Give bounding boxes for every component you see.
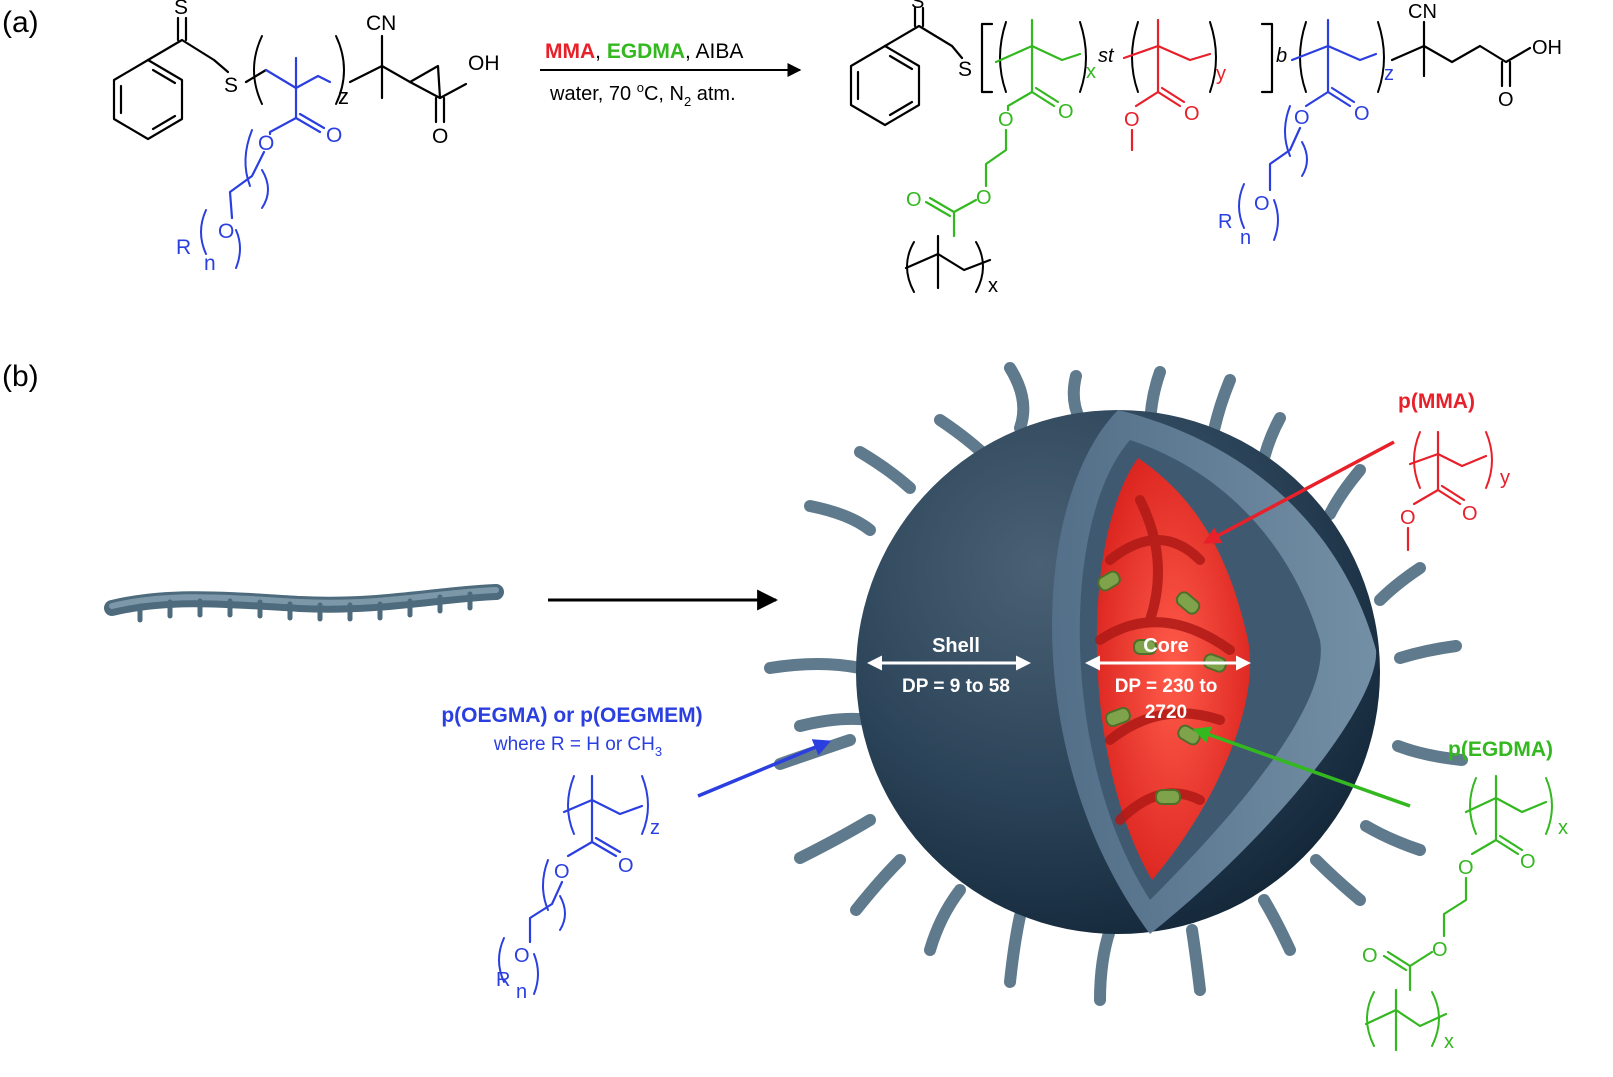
product-thiocarbonyl-s: S	[911, 0, 924, 13]
r-definition: where R = H or CH3	[493, 734, 662, 759]
statistical-st: st	[1098, 45, 1115, 67]
pegdma-carbonyl-o-2: O	[1362, 945, 1378, 967]
benzene-ring-right	[849, 44, 921, 127]
core-dp-label-line1: DP = 230 to	[1115, 676, 1218, 697]
single-polymer-chain	[104, 584, 504, 623]
repeat-index-z-reactant: z	[338, 84, 349, 109]
core-label: Core	[1143, 635, 1189, 657]
poegma-label: p(OEGMA) or p(OEGMEM)	[441, 704, 702, 727]
shell-dp-label: DP = 9 to 58	[902, 676, 1010, 697]
egdma-carbonyl-o-1: O	[1058, 101, 1074, 123]
egdma-carbonyl-o-2: O	[906, 189, 922, 211]
nitrile-cn-product: CN	[1408, 1, 1437, 23]
poegma-carbonyl-o: O	[618, 855, 634, 877]
block-b: b	[1276, 45, 1287, 67]
pmma-label: p(MMA)	[1398, 390, 1475, 413]
pmma-index-y: y	[1500, 467, 1510, 489]
reagent-separator-2: ,	[685, 40, 696, 63]
ch3-subscript: 3	[655, 744, 662, 759]
ester-carbonyl-o-atom: O	[326, 124, 342, 147]
pmma-carbonyl-o: O	[1462, 503, 1478, 525]
poegma-index-n: n	[516, 981, 527, 1003]
carboxylic-oh-product: OH	[1532, 37, 1562, 59]
product-index-y: y	[1216, 63, 1226, 85]
peg-o-atom-product: O	[1254, 193, 1270, 215]
core-dp-label-line2: 2720	[1145, 702, 1187, 723]
nitrile-cn-reactant: CN	[366, 12, 396, 35]
carboxylic-o-product: O	[1498, 89, 1514, 111]
reagent-aiba: AIBA	[696, 40, 744, 63]
benzene-ring-left	[112, 58, 184, 141]
thioether-s-atom: S	[224, 74, 238, 97]
thiocarbonyl-s-atom: S	[174, 0, 188, 19]
r-group-product: R	[1218, 211, 1232, 233]
egdma-ester-o-2: O	[976, 187, 992, 209]
pegdma-pointer-arrow	[1192, 726, 1411, 808]
degree-superscript: o	[637, 80, 644, 95]
poegma-callout: p(OEGMA) or p(OEGMEM) where R = H or CH3…	[441, 704, 832, 1003]
pegdma-index-x-1: x	[1558, 817, 1568, 839]
egdma-ester-o-1: O	[998, 109, 1014, 131]
pegdma-label: p(EGDMA)	[1448, 738, 1553, 761]
product-index-x-2: x	[988, 275, 998, 297]
block-copolymer-product-structure: S S x O O O O x st y	[849, 0, 1562, 297]
product-index-z: z	[1384, 63, 1394, 85]
poegma-index-z: z	[650, 817, 660, 839]
pmma-pointer-arrow	[1202, 440, 1395, 544]
pegdma-callout: p(EGDMA) x O O O O x	[1192, 726, 1568, 1053]
product-thioether-s: S	[958, 58, 972, 81]
peg-o-atom-reactant: O	[218, 220, 234, 243]
carboxylic-o-atom-reactant: O	[432, 125, 448, 148]
poegma-ester-o: O	[554, 861, 570, 883]
poegma-r-group: R	[496, 969, 510, 991]
poegma-peg-o: O	[514, 945, 530, 967]
reagent-mma: MMA	[545, 40, 595, 63]
reagent-egdma: EGDMA	[607, 40, 685, 63]
pegdma-carbonyl-o-1: O	[1520, 851, 1536, 873]
macro-raft-agent-structure: S S z O O O R n CN OH O	[112, 0, 500, 275]
pmma-callout: p(MMA) y O O	[1202, 390, 1510, 552]
oegma-ester-o-product: O	[1294, 107, 1310, 129]
panel-label-a: (a)	[2, 6, 39, 39]
carboxylic-oh-reactant: OH	[468, 52, 500, 75]
reaction-arrow-group: MMA, EGDMA, AIBA water, 70 oC, N2 atm.	[540, 40, 802, 109]
ester-o-atom-reactant: O	[258, 132, 274, 155]
pegdma-ester-o-1: O	[1458, 857, 1474, 879]
product-index-x-1: x	[1086, 61, 1096, 83]
reaction-reagents: MMA, EGDMA, AIBA	[545, 40, 743, 63]
r-group-reactant: R	[176, 236, 191, 259]
panel-label-b: (b)	[2, 360, 39, 393]
reaction-conditions: water, 70 oC, N2 atm.	[549, 80, 736, 109]
poegma-pointer-arrow	[697, 739, 832, 798]
mma-carbonyl-o: O	[1184, 103, 1200, 125]
n2-subscript: 2	[684, 94, 691, 109]
pmma-ester-o: O	[1400, 507, 1416, 529]
core-shell-nanoparticle: Shell DP = 9 to 58 Core DP = 230 to 2720	[764, 362, 1468, 1006]
pegdma-ester-o-2: O	[1432, 939, 1448, 961]
pegdma-index-x-2: x	[1444, 1031, 1454, 1053]
peg-index-n-reactant: n	[204, 252, 216, 275]
shell-label: Shell	[932, 635, 980, 657]
reagent-separator-1: ,	[595, 40, 607, 63]
peg-index-n-product: n	[1240, 227, 1251, 249]
pmma-chains-in-core	[1095, 495, 1235, 825]
oegma-carbonyl-o-product: O	[1354, 103, 1370, 125]
mma-ester-o: O	[1124, 109, 1140, 131]
